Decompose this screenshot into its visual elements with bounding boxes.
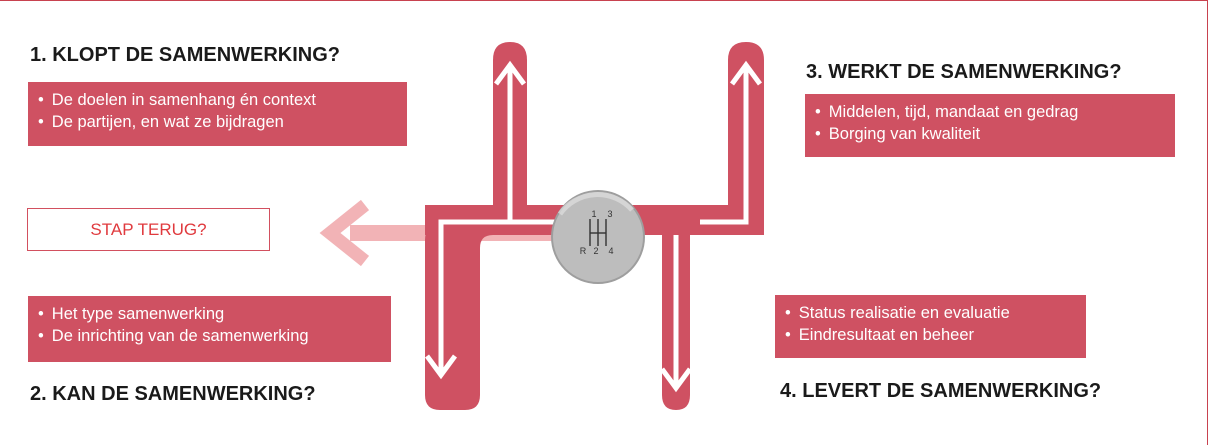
step4-box: Status realisatie en evaluatie Eindresul… <box>775 295 1086 358</box>
step4-title: 4. LEVERT DE SAMENWERKING? <box>780 380 1102 402</box>
knob-label-1: 1 <box>591 209 596 219</box>
gear-knob-icon: 1 3 R 2 4 <box>551 190 645 284</box>
step3-item: Borging van kwaliteit <box>815 123 1165 145</box>
knob-label-3: 3 <box>607 209 612 219</box>
step1-item: De partijen, en wat ze bijdragen <box>38 111 397 133</box>
step-back-button[interactable]: STAP TERUG? <box>27 208 270 251</box>
knob-label-2: 2 <box>593 246 598 256</box>
step4-item: Eindresultaat en beheer <box>785 324 1076 346</box>
step2-title: 2. KAN DE SAMENWERKING? <box>30 383 316 405</box>
step1-box: De doelen in samenhang én context De par… <box>28 82 407 146</box>
step3-item: Middelen, tijd, mandaat en gedrag <box>815 101 1165 123</box>
step1-item: De doelen in samenhang én context <box>38 89 397 111</box>
knob-label-r: R <box>580 246 587 256</box>
step2-item: Het type samenwerking <box>38 303 381 325</box>
step2-item: De inrichting van de samenwerking <box>38 325 381 347</box>
step4-item: Status realisatie en evaluatie <box>785 302 1076 324</box>
shift-channel-left <box>425 210 520 410</box>
step2-box: Het type samenwerking De inrichting van … <box>28 296 391 362</box>
step3-box: Middelen, tijd, mandaat en gedrag Borgin… <box>805 94 1175 157</box>
step-back-label: STAP TERUG? <box>90 219 207 239</box>
step3-title: 3. WERKT DE SAMENWERKING? <box>806 61 1122 83</box>
step1-title: 1. KLOPT DE SAMENWERKING? <box>30 44 341 66</box>
knob-label-4: 4 <box>608 246 613 256</box>
